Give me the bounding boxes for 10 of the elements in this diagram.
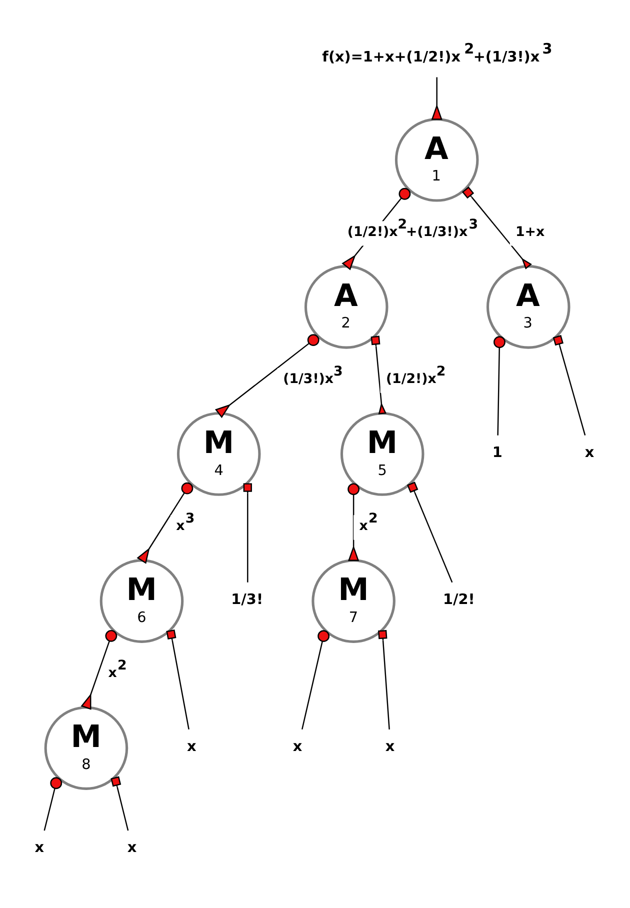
node-text: x bbox=[186, 738, 196, 755]
node-text: x bbox=[584, 444, 594, 461]
node-text: 1 bbox=[492, 444, 502, 461]
node-text: x bbox=[292, 738, 302, 755]
node-text: x bbox=[34, 840, 44, 856]
node-text: x bbox=[127, 840, 137, 856]
node-text: 1/3! bbox=[231, 592, 264, 608]
node-text: x bbox=[385, 738, 395, 755]
node-text: 1/2! bbox=[443, 592, 475, 608]
edge-label: 1+x bbox=[516, 224, 545, 240]
